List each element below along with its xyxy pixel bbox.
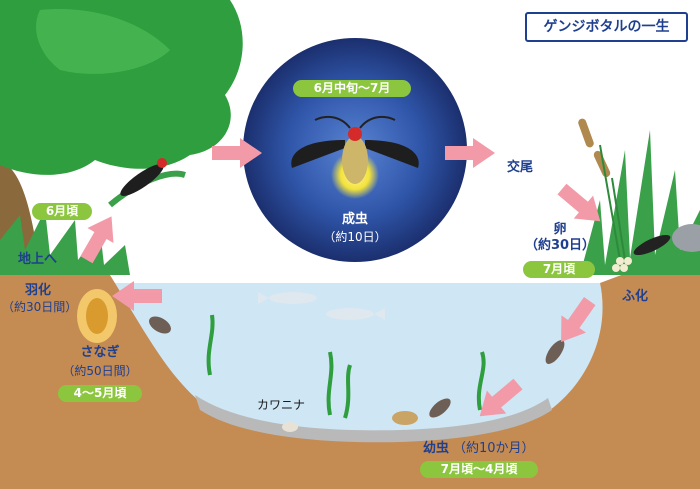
pupa-duration: （約50日間）	[62, 364, 138, 378]
fish-2	[326, 308, 385, 320]
water-plant-1	[206, 314, 215, 376]
pupa-period-pill: 4～5月頃	[58, 385, 142, 402]
mating-label: 交尾	[507, 160, 534, 175]
pupa	[86, 298, 108, 334]
egg-cluster	[612, 257, 632, 272]
egg-name: 卵	[553, 222, 567, 237]
adult-duration: （約10日）	[323, 230, 387, 244]
water-plant-4	[476, 351, 486, 411]
fish-1	[258, 292, 317, 304]
rock	[672, 224, 700, 252]
snail-shell	[392, 411, 418, 425]
grass-left	[0, 210, 130, 275]
adult-period-pill: 6月中旬～7月	[293, 80, 411, 97]
soil-ground	[0, 262, 700, 489]
cattail-2	[593, 150, 611, 178]
snail-label: カワニナ	[257, 398, 306, 412]
emergence-duration: （約30日間）	[2, 300, 78, 314]
to-land-label: 地上へ	[18, 252, 58, 267]
larva-period-pill: 7月頃～4月頃	[420, 461, 538, 478]
adult-name: 成虫	[341, 212, 368, 227]
adult-firefly	[291, 115, 419, 199]
hatch-label: ふ化	[622, 289, 649, 304]
larva-3	[429, 398, 451, 418]
arrow-adult-to-mating	[445, 138, 495, 168]
arrow-hatch-to-larva	[561, 297, 596, 343]
arrow-larva-to-pupa	[479, 378, 523, 417]
arrow-mating-to-egg	[557, 183, 601, 222]
egg-period-pill: 7月頃	[523, 261, 595, 278]
arrow-to-pupa	[112, 281, 162, 311]
larva-name: 幼虫	[423, 441, 450, 456]
water-plant-3	[343, 364, 352, 419]
water-plant-2	[326, 351, 334, 416]
firefly-on-leaf	[108, 158, 186, 208]
firefly-egglaying	[633, 234, 671, 256]
grass-right	[580, 130, 700, 275]
pupa-name: さなぎ	[80, 345, 120, 360]
arrow-to-land	[80, 216, 114, 264]
snail-small	[282, 422, 298, 432]
larva-duration: （約10か月）	[453, 441, 535, 456]
egg-duration: （約30日）	[524, 238, 596, 253]
larva-1	[149, 316, 171, 334]
emergence-name: 羽化	[25, 283, 52, 298]
arrow-leaf-to-adult	[212, 138, 262, 168]
cattail-1	[578, 118, 594, 148]
larva-2	[545, 340, 565, 364]
first-flight-pill: 6月頃	[32, 203, 92, 220]
diagram-title: ゲンジボタルの一生	[525, 12, 688, 42]
tree-canopy-highlight	[36, 9, 170, 74]
